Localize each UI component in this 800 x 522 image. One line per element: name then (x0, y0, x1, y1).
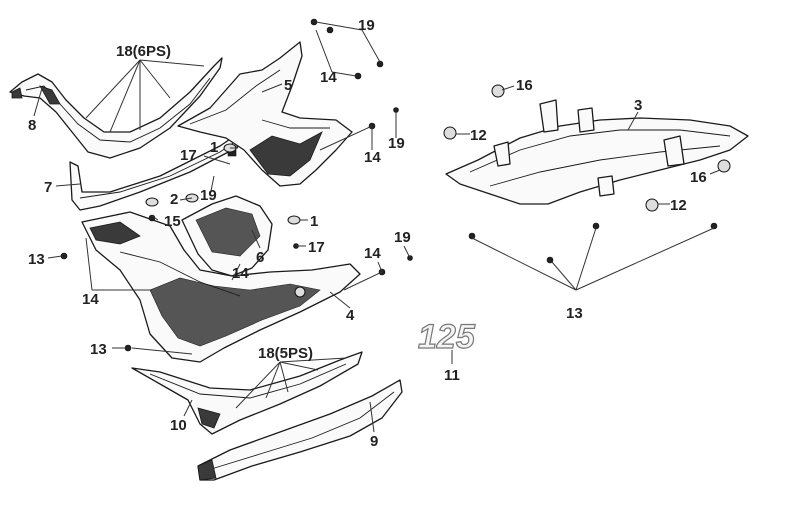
leader-lines (33, 21, 721, 433)
callout-19-mid: 19 (200, 187, 217, 204)
part-8-side-strip (9, 57, 223, 159)
callout-labels: 18(6PS) 19 14 5 8 19 14 1 17 7 2 19 15 1… (28, 17, 707, 450)
callout-16-right: 16 (690, 169, 707, 186)
callout-14-center: 14 (232, 265, 249, 282)
part-10-lower-side-panel (131, 351, 363, 435)
callout-19-top: 19 (358, 17, 375, 34)
callout-18-6ps: 18(6PS) (116, 43, 171, 60)
callout-16-top: 16 (516, 77, 533, 94)
callout-1-top: 1 (210, 139, 218, 156)
callout-8: 8 (28, 117, 36, 134)
callout-13-left: 13 (28, 251, 45, 268)
callout-13-right: 13 (566, 305, 583, 322)
callout-14-right: 14 (364, 149, 381, 166)
callout-19-right: 19 (388, 135, 405, 152)
callout-17-right: 17 (308, 239, 325, 256)
callout-9: 9 (370, 433, 378, 450)
callout-13-lower: 13 (90, 341, 107, 358)
callout-6: 6 (256, 249, 264, 266)
callout-17-top: 17 (180, 147, 197, 164)
callout-18-5ps: 18(5PS) (258, 345, 313, 362)
part-4-floor-panel (81, 211, 361, 363)
callout-3: 3 (634, 97, 642, 114)
part-6-center-panel (181, 195, 273, 277)
callout-14-lower-left: 14 (82, 291, 99, 308)
part-3-under-plate (445, 99, 749, 205)
callout-19-right-lower: 19 (394, 229, 411, 246)
callout-1-right: 1 (310, 213, 318, 230)
callout-14-top: 14 (320, 69, 337, 86)
part-5-front-shield (177, 41, 353, 187)
emblem-125-text: 125 (418, 318, 476, 356)
callout-14-right-lower: 14 (364, 245, 381, 262)
callout-15: 15 (164, 213, 181, 230)
callout-2: 2 (170, 191, 178, 208)
callout-11: 11 (444, 367, 460, 384)
callout-12-right: 12 (670, 197, 687, 214)
callout-12-top: 12 (470, 127, 487, 144)
part-11-emblem: 125 (417, 317, 476, 356)
callout-5: 5 (284, 77, 292, 94)
callout-4: 4 (346, 307, 355, 324)
callout-10: 10 (170, 417, 187, 434)
callout-7: 7 (44, 179, 52, 196)
